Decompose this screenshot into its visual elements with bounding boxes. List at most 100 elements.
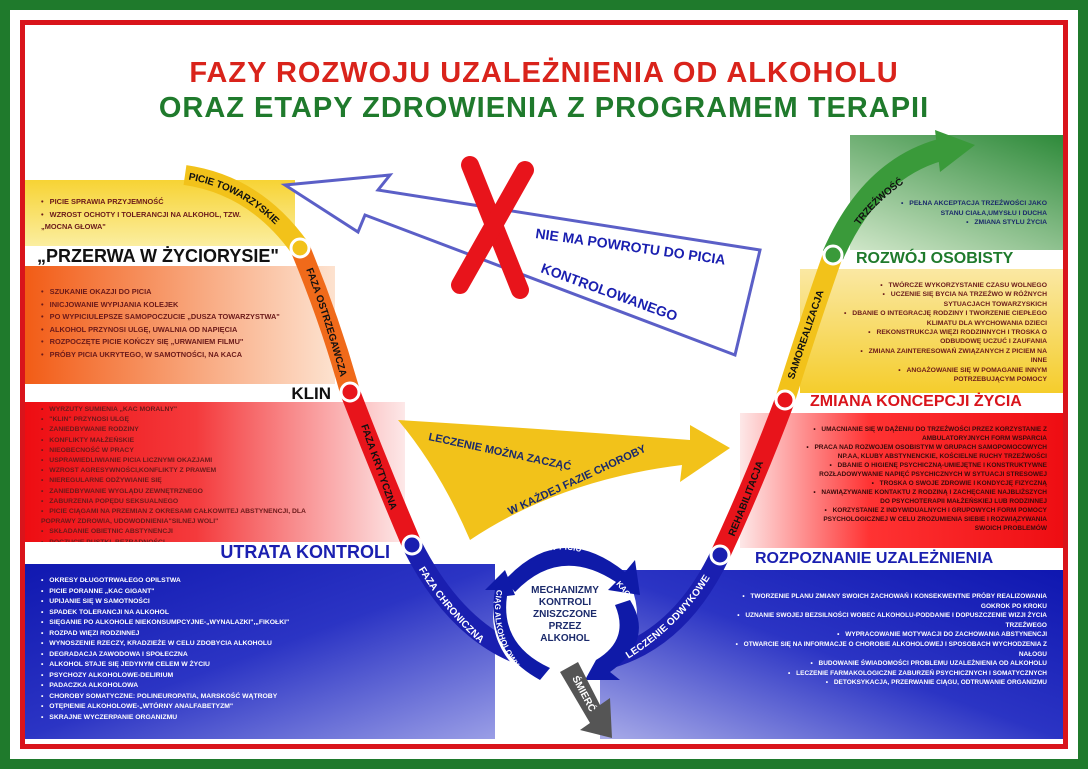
- trzezwosc-arrowhead-icon: [935, 130, 975, 172]
- list-item: LECZENIE FARMAKOLOGICZNE ZABURZEŃ PSYCHI…: [725, 669, 1047, 679]
- list-item: ZABURZENIA POPĘDU SEKSUALNEGO: [41, 497, 405, 507]
- node-rozwoj: [822, 244, 844, 266]
- panel-ostrzegawcza: SZUKANIE OKAZJI DO PICIAINICJOWANIE WYPI…: [25, 266, 335, 384]
- death-arrow-icon: [560, 662, 612, 738]
- list-item: CHOROBY SOMATYCZNE: POLINEUROPATIA, MARS…: [41, 692, 495, 703]
- label-faza-chroniczna: FAZA CHRONICZNA: [416, 565, 486, 646]
- no-return-arrow-icon: [280, 173, 762, 358]
- list-item: ZMIANA ZAINTERESOWAŃ ZWIĄZANYCH Z PICIEM…: [844, 347, 1047, 366]
- heading-rozwoj: ROZWÓJ OSOBISTY: [830, 250, 1063, 269]
- list-item: PRÓBY PICIA UKRYTEGO, W SAMOTNOŚCI, NA K…: [41, 349, 335, 362]
- cycle-arrow-right-icon: [585, 600, 639, 680]
- label-faza-ostrzegawcza: FAZA OSTRZEGAWCZA: [303, 267, 348, 378]
- list-left-3: WYRZUTY SUMIENIA „KAC MORALNY""KLIN" PRZ…: [25, 405, 405, 548]
- cycle-center-line: KONTROLI: [539, 597, 591, 608]
- list-item: OTWARCIE SIĘ NA INFORMACJE O CHOROBIE AL…: [725, 640, 1047, 659]
- list-item: ZANIEDBYWANIE RODZINY: [41, 425, 405, 435]
- heading-klin: KLIN: [25, 384, 345, 403]
- node-zmiana: [774, 389, 796, 411]
- list-item: BUDOWANIE ŚWIADOMOŚCI PROBLEMU UZALEŻNIE…: [725, 659, 1047, 669]
- inner-border: [20, 20, 1068, 749]
- cycle-arrow-left-icon: [485, 570, 550, 680]
- heading-utrata-kontroli: UTRATA KONTROLI: [25, 542, 410, 564]
- list-item: TWORZENIE PLANU ZMIANY SWOICH ZACHOWAŃ I…: [725, 592, 1047, 611]
- list-item: SPADEK TOLERANCJI NA ALKOHOL: [41, 608, 495, 619]
- list-item: "KLIN" PRZYNOSI ULGĘ: [41, 415, 405, 425]
- list-item: WYNOSZENIE RZECZY, KRADZIEŻE W CELU ZDOB…: [41, 639, 495, 650]
- list-item: UPIJANIE SIĘ W SAMOTNOŚCI: [41, 597, 495, 608]
- list-item: DBANIE O INTEGRACJĘ RODZINY I TWORZENIE …: [844, 309, 1047, 328]
- label-faza-krytyczna: FAZA KRYTYCZNA: [358, 423, 398, 511]
- curve-krytyczna: [340, 388, 422, 549]
- list-item: TWÓRCZE WYKORZYSTANIE CZASU WOLNEGO: [844, 281, 1047, 290]
- curve-picie-towarzyskie: [183, 165, 309, 254]
- list-item: ALKOHOL STAJE SIĘ JEDYNYM CELEM W ŻYCIU: [41, 660, 495, 671]
- list-item: OTĘPIENIE ALKOHOLOWE-„WTÓRNY ANALFABETYZ…: [41, 702, 495, 713]
- list-item: INICJOWANIE WYPIJANIA KOLEJEK: [41, 299, 335, 312]
- heading-przerwa: „PRZERWA W ŻYCIORYSIE": [25, 246, 295, 266]
- heading-zmiana: ZMIANA KONCEPCJI ŻYCIA: [790, 393, 1063, 413]
- list-left-1: PICIE SPRAWIA PRZYJEMNOŚĆWZROST OCHOTY I…: [25, 196, 295, 234]
- list-item: UMACNIANIE SIĘ W DĄŻENIU DO TRZEŹWOŚCI P…: [802, 425, 1047, 443]
- list-item: USPRAWIEDLIWIANIE PICIA LICZNYMI OKAZJAM…: [41, 456, 405, 466]
- list-item: UCZENIE SIĘ BYCIA NA TRZEŹWO W RÓŻNYCH S…: [844, 290, 1047, 309]
- list-item: PRACA NAD ROZWOJEM OSOBISTYM W GRUPACH S…: [802, 443, 1047, 461]
- list-right-3: UMACNIANIE SIĘ W DĄŻENIU DO TRZEŹWOŚCI P…: [740, 425, 1063, 533]
- list-item: DBANIE O HIGIENĘ PSYCHICZNĄ-UMIEJĘTNE I …: [802, 461, 1047, 479]
- list-item: ZANIEDBYWANIE WYGLĄDU ZEWNĘTRZNEGO: [41, 487, 405, 497]
- panel-leczenie: TWORZENIE PLANU ZMIANY SWOICH ZACHOWAŃ I…: [600, 570, 1063, 739]
- list-item: TROSKA O SWOJE ZDROWIE I KONDYCJĘ FIZYCZ…: [802, 479, 1047, 488]
- node-przerwa: [289, 237, 311, 259]
- list-item: PICIE PORANNE „KAC GIGANT": [41, 587, 495, 598]
- list-item: OKRESY DŁUGOTRWAŁEGO OPILSTWA: [41, 576, 495, 587]
- node-klin: [339, 381, 361, 403]
- list-item: DETOKSYKACJA, PRZERWANIE CIĄGU, ODTRUWAN…: [725, 678, 1047, 688]
- list-item: SZUKANIE OKAZJI DO PICIA: [41, 286, 335, 299]
- list-item: UZNANIE SWOJEJ BEZSILNOŚCI WOBEC ALKOHOL…: [725, 611, 1047, 630]
- list-item: NAWIĄZYWANIE KONTAKTU Z RODZINĄ I ZACHĘC…: [802, 488, 1047, 506]
- list-item: ALKOHOL PRZYNOSI ULGĘ, UWALNIA OD NAPIĘC…: [41, 324, 335, 337]
- node-rozpoznanie: [709, 544, 731, 566]
- list-item: KORZYSTANIE Z INDYWIDUALNYCH I GRUPOWYCH…: [802, 506, 1047, 533]
- list-item: ROZPAD WIĘZI RODZINNEJ: [41, 629, 495, 640]
- list-item: DEGRADACJA ZAWODOWA I SPOŁECZNA: [41, 650, 495, 661]
- list-right-4: TWORZENIE PLANU ZMIANY SWOICH ZACHOWAŃ I…: [600, 592, 1063, 688]
- list-right-1: PEŁNA AKCEPTACJA TRZEŹWOŚCI JAKO STANU C…: [850, 199, 1063, 228]
- cycle-center-line: ALKOHOL: [540, 633, 589, 644]
- curve-rehabilitacja: [710, 396, 795, 560]
- list-item: PICIE SPRAWIA PRZYJEMNOŚĆ: [41, 196, 295, 209]
- list-right-2: TWÓRCZE WYKORZYSTANIE CZASU WOLNEGOUCZEN…: [800, 281, 1063, 384]
- list-left-2: SZUKANIE OKAZJI DO PICIAINICJOWANIE WYPI…: [25, 286, 335, 361]
- node-utrata: [401, 534, 423, 556]
- red-x-icon: [451, 156, 534, 299]
- list-item: SKŁADANIE OBIETNIC ABSTYNENCJI: [41, 527, 405, 537]
- curve-ostrzegawcza: [290, 244, 360, 395]
- list-item: SKRAJNE WYCZERPANIE ORGANIZMU: [41, 713, 495, 724]
- cycle-center-line: ZNISZCZONE: [533, 609, 597, 620]
- panel-samorealizacja: TWÓRCZE WYKORZYSTANIE CZASU WOLNEGOUCZEN…: [800, 269, 1063, 393]
- panel-chroniczna: OKRESY DŁUGOTRWAŁEGO OPILSTWAPICIE PORAN…: [25, 564, 495, 739]
- list-item: SIĘGANIE PO ALKOHOLE NIEKONSUMPCYJNE-„WY…: [41, 618, 495, 629]
- list-item: REKONSTRUKCJA WIĘZI RODZINNYCH I TROSKA …: [844, 328, 1047, 347]
- list-left-4: OKRESY DŁUGOTRWAŁEGO OPILSTWAPICIE PORAN…: [25, 576, 495, 723]
- list-item: PADACZKA ALKOHOLOWA: [41, 681, 495, 692]
- list-item: WZROST OCHOTY I TOLERANCJI NA ALKOHOL, T…: [41, 209, 241, 234]
- list-item: KONFLIKTY MAŁŻEŃSKIE: [41, 436, 405, 446]
- list-item: ANGAŻOWANIE SIĘ W POMAGANIE INNYM POTRZE…: [844, 366, 1047, 385]
- cycle-center-line: PRZEZ: [549, 621, 582, 632]
- title-line-1: FAZY ROZWOJU UZALEŻNIENIA OD ALKOHOLU: [189, 57, 899, 89]
- list-item: ZMIANA STYLU ŻYCIA: [892, 218, 1047, 228]
- list-item: WYRZUTY SUMIENIA „KAC MORALNY": [41, 405, 405, 415]
- list-item: WYPRACOWANIE MOTYWACJI DO ZACHOWANIA ABS…: [725, 630, 1047, 640]
- title-line-2: ORAZ ETAPY ZDROWIENIA Z PROGRAMEM TERAPI…: [158, 92, 930, 124]
- cycle-center-line: MECHANIZMY: [531, 585, 599, 596]
- curve-trzezwosc: [822, 139, 944, 260]
- list-item: NIEOBECNOŚĆ W PRACY: [41, 446, 405, 456]
- list-item: PSYCHOZY ALKOHOLOWE-DELIRIUM: [41, 671, 495, 682]
- list-item: PICIE CIĄGAMI NA PRZEMIAN Z OKRESAMI CAŁ…: [41, 507, 331, 527]
- list-item: ROZPOCZĘTE PICIE KOŃCZY SIĘ „URWANIEM FI…: [41, 336, 335, 349]
- cycle-arrow-top-icon: [505, 547, 640, 595]
- heading-rozpoznanie: ROZPOZNANIE UZALEŻNIENIA: [735, 550, 1063, 570]
